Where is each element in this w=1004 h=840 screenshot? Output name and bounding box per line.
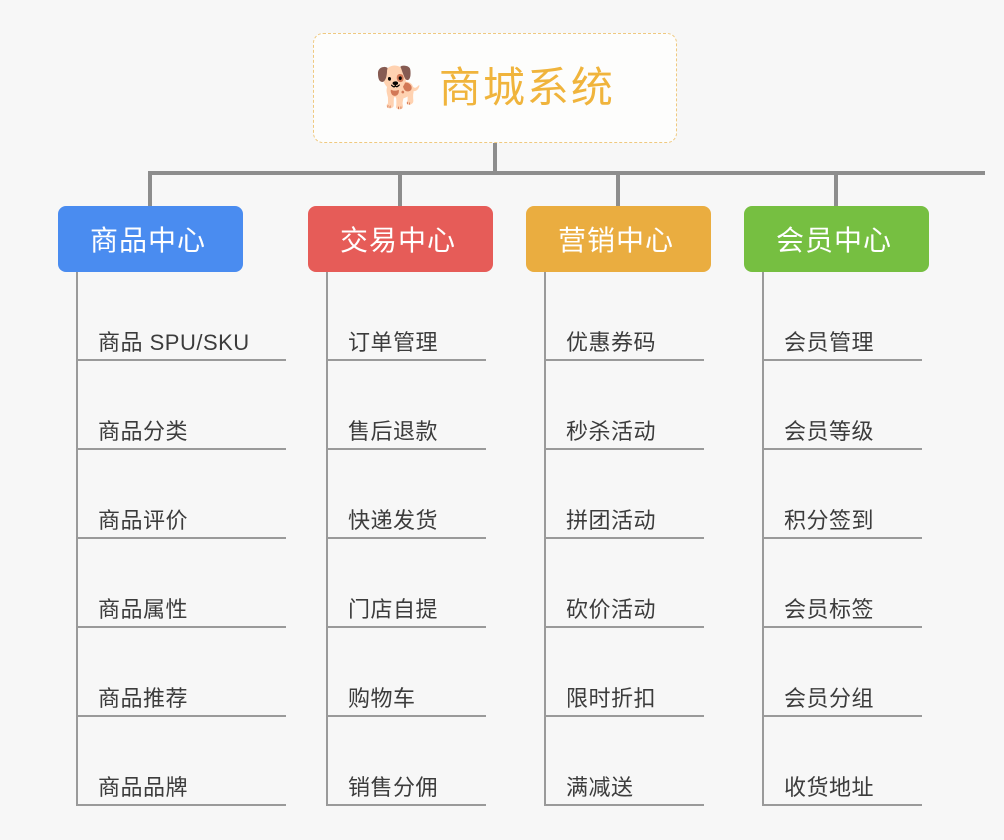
leaf-underline [546, 537, 704, 539]
connector-root-stem [493, 143, 497, 174]
leaf-label: 商品品牌 [98, 774, 189, 800]
leaf-item[interactable]: 销售分佣 [328, 717, 508, 806]
leaf-item[interactable]: 商品品牌 [78, 717, 298, 806]
branch-body-product-center: 商品 SPU/SKU 商品分类 商品评价 商品属性 商品推荐 商品品牌 [76, 272, 298, 806]
leaf-underline [328, 359, 486, 361]
leaf-underline [78, 626, 286, 628]
leaf-label: 会员等级 [784, 418, 875, 444]
leaf-underline [78, 359, 286, 361]
leaf-item[interactable]: 满减送 [546, 717, 726, 806]
branch-header-label: 交易中心 [340, 225, 457, 256]
leaf-label: 门店自提 [348, 596, 439, 622]
leaf-item[interactable]: 砍价活动 [546, 539, 726, 628]
leaf-item[interactable]: 收货地址 [764, 717, 944, 806]
connector-drop-2 [398, 171, 402, 206]
leaf-underline [78, 804, 286, 806]
leaf-label: 满减送 [566, 774, 634, 800]
leaf-label: 商品推荐 [98, 685, 189, 711]
leaf-underline [78, 537, 286, 539]
leaf-label: 拼团活动 [566, 507, 657, 533]
leaf-label: 秒杀活动 [566, 418, 657, 444]
root-title: 商城系统 [438, 64, 615, 111]
leaf-item[interactable]: 商品分类 [78, 361, 298, 450]
root-node[interactable]: 🐕 商城系统 [313, 33, 677, 143]
connector-horizontal-bar [148, 171, 985, 175]
leaf-item[interactable]: 会员标签 [764, 539, 944, 628]
leaf-underline [764, 448, 922, 450]
leaf-label: 商品属性 [98, 596, 189, 622]
leaf-underline [328, 626, 486, 628]
branch-marketing-center: 营销中心 优惠券码 秒杀活动 拼团活动 砍价活动 限时折扣 [526, 206, 726, 806]
branch-header-trade-center[interactable]: 交易中心 [308, 206, 493, 272]
leaf-item[interactable]: 拼团活动 [546, 450, 726, 539]
leaf-label: 限时折扣 [566, 685, 657, 711]
branch-body-member-center: 会员管理 会员等级 积分签到 会员标签 会员分组 收货地址 [762, 272, 944, 806]
leaf-underline [78, 448, 286, 450]
leaf-label: 购物车 [348, 685, 416, 711]
leaf-underline [764, 804, 922, 806]
leaf-underline [328, 804, 486, 806]
leaf-item[interactable]: 商品评价 [78, 450, 298, 539]
leaf-item[interactable]: 商品推荐 [78, 628, 298, 717]
leaf-item[interactable]: 会员分组 [764, 628, 944, 717]
leaf-item[interactable]: 售后退款 [328, 361, 508, 450]
connector-drop-4 [834, 171, 838, 206]
leaf-item[interactable]: 优惠券码 [546, 272, 726, 361]
leaf-item[interactable]: 商品 SPU/SKU [78, 272, 298, 361]
leaf-label: 优惠券码 [566, 329, 657, 355]
shiba-dog-icon: 🐕 [375, 66, 425, 110]
leaf-label: 订单管理 [348, 329, 439, 355]
leaf-label: 销售分佣 [348, 774, 439, 800]
leaf-label: 商品 SPU/SKU [98, 329, 250, 355]
leaf-underline [78, 715, 286, 717]
leaf-underline [328, 448, 486, 450]
branch-header-marketing-center[interactable]: 营销中心 [526, 206, 711, 272]
branch-body-trade-center: 订单管理 售后退款 快递发货 门店自提 购物车 销售分佣 [326, 272, 508, 806]
branch-header-product-center[interactable]: 商品中心 [58, 206, 243, 272]
branch-header-label: 商品中心 [90, 225, 207, 256]
leaf-label: 会员标签 [784, 596, 875, 622]
leaf-label: 商品评价 [98, 507, 189, 533]
branch-body-marketing-center: 优惠券码 秒杀活动 拼团活动 砍价活动 限时折扣 满减送 [544, 272, 726, 806]
leaf-label: 商品分类 [98, 418, 189, 444]
connector-drop-1 [148, 171, 152, 206]
leaf-item[interactable]: 快递发货 [328, 450, 508, 539]
leaf-label: 快递发货 [348, 507, 439, 533]
leaf-item[interactable]: 秒杀活动 [546, 361, 726, 450]
branch-header-label: 营销中心 [558, 225, 675, 256]
leaf-underline [328, 715, 486, 717]
leaf-underline [546, 715, 704, 717]
leaf-item[interactable]: 会员管理 [764, 272, 944, 361]
leaf-item[interactable]: 商品属性 [78, 539, 298, 628]
leaf-item[interactable]: 积分签到 [764, 450, 944, 539]
branch-header-label: 会员中心 [776, 225, 893, 256]
leaf-underline [764, 626, 922, 628]
leaf-underline [546, 804, 704, 806]
leaf-underline [764, 359, 922, 361]
branch-header-member-center[interactable]: 会员中心 [744, 206, 929, 272]
leaf-label: 积分签到 [784, 507, 875, 533]
leaf-underline [546, 448, 704, 450]
leaf-label: 收货地址 [784, 774, 875, 800]
leaf-item[interactable]: 购物车 [328, 628, 508, 717]
leaf-label: 会员管理 [784, 329, 875, 355]
branch-product-center: 商品中心 商品 SPU/SKU 商品分类 商品评价 商品属性 商品推荐 [58, 206, 298, 806]
leaf-underline [764, 715, 922, 717]
leaf-underline [764, 537, 922, 539]
leaf-underline [328, 537, 486, 539]
leaf-label: 砍价活动 [566, 596, 657, 622]
leaf-underline [546, 359, 704, 361]
connector-drop-3 [616, 171, 620, 206]
leaf-item[interactable]: 限时折扣 [546, 628, 726, 717]
leaf-item[interactable]: 订单管理 [328, 272, 508, 361]
leaf-item[interactable]: 门店自提 [328, 539, 508, 628]
branch-trade-center: 交易中心 订单管理 售后退款 快递发货 门店自提 购物车 [308, 206, 508, 806]
leaf-underline [546, 626, 704, 628]
branch-member-center: 会员中心 会员管理 会员等级 积分签到 会员标签 会员分组 [744, 206, 944, 806]
leaf-label: 售后退款 [348, 418, 439, 444]
leaf-item[interactable]: 会员等级 [764, 361, 944, 450]
leaf-label: 会员分组 [784, 685, 875, 711]
